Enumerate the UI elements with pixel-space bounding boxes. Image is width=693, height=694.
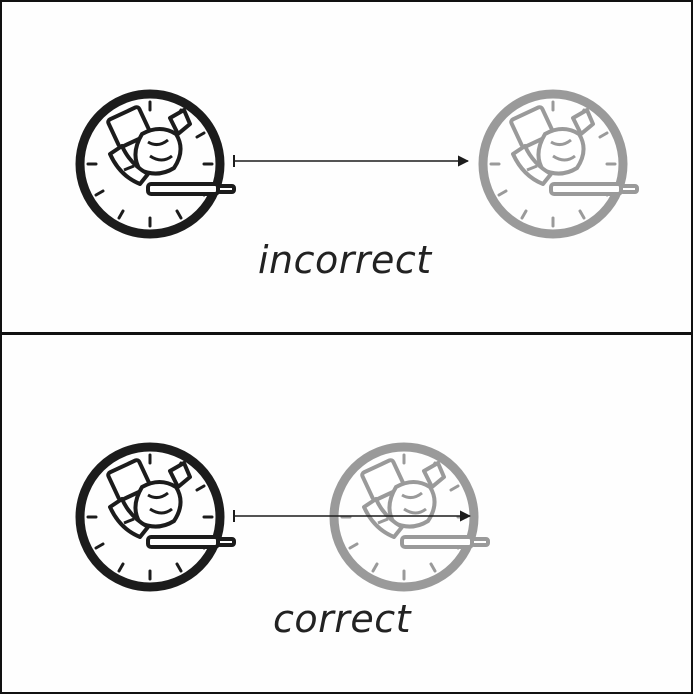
caption-incorrect: incorrect [258, 238, 432, 282]
panel-divider [0, 332, 693, 335]
incorrect-scene [80, 94, 637, 234]
original-unit-icon [80, 94, 234, 234]
caption-correct: correct [273, 597, 412, 641]
original-unit-icon [80, 447, 234, 587]
ghost-unit-icon [334, 447, 488, 587]
ghost-unit-icon [483, 94, 637, 234]
correct-scene [80, 447, 488, 587]
